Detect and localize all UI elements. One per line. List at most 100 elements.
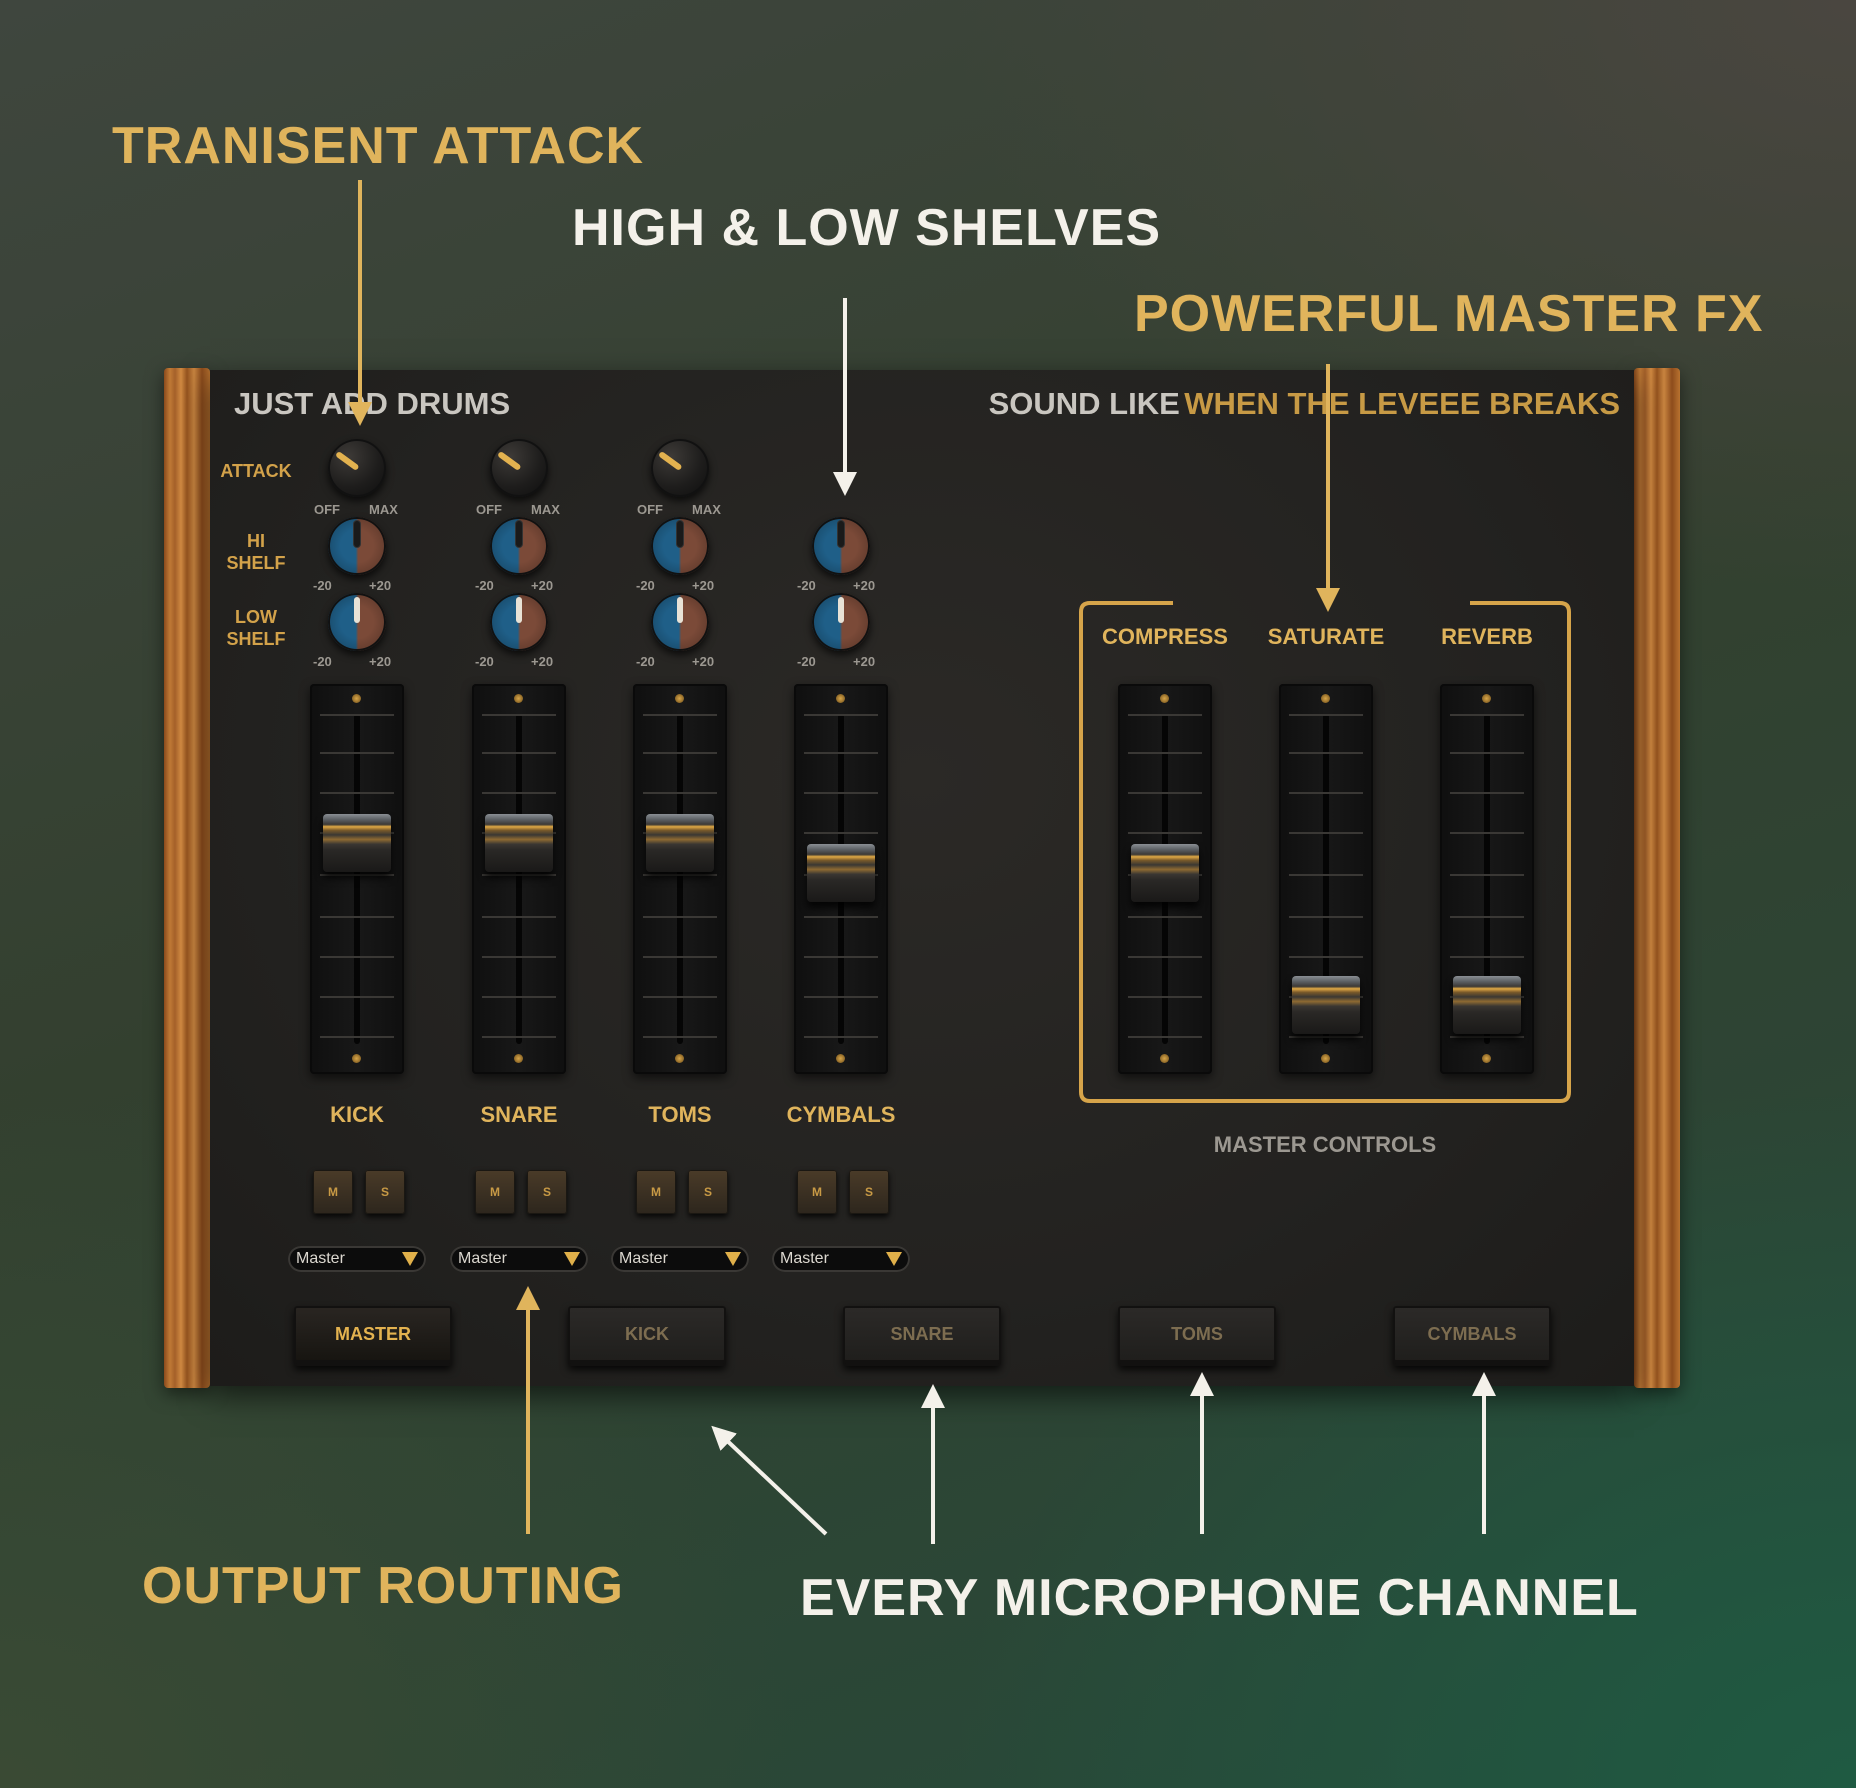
channel-fader-cymbals[interactable] [794,684,888,1074]
attack-max-label: MAX [692,502,721,517]
chevron-down-icon [725,1252,741,1266]
fader-cap[interactable] [323,814,391,872]
hi-shelf-knob[interactable] [651,517,709,575]
attack-min-label: OFF [314,502,340,517]
knob-pointer [838,521,844,547]
hi-shelf-min-label: -20 [313,578,332,593]
output-routing-dropdown[interactable]: Master [450,1246,588,1272]
fader-screw [1160,1054,1169,1063]
master-fader-compress[interactable] [1118,684,1212,1074]
fader-tick [643,956,717,958]
channel-fader-snare[interactable] [472,684,566,1074]
row-label-attack: ATTACK [220,461,292,481]
fader-cap[interactable] [1131,844,1199,902]
mute-button[interactable]: M [797,1170,837,1214]
fader-tick [482,916,556,918]
attack-knob[interactable] [490,439,548,497]
arrow-mic-kick [711,1425,828,1536]
fader-tick [1450,956,1524,958]
fader-tick [320,956,394,958]
fader-tick [320,996,394,998]
knob-pointer [335,450,360,472]
fader-tick [320,792,394,794]
fader-tick [1289,832,1363,834]
fader-cap[interactable] [646,814,714,872]
low-shelf-min-label: -20 [475,654,494,669]
solo-button[interactable]: S [688,1170,728,1214]
mute-button[interactable]: M [475,1170,515,1214]
hi-shelf-knob[interactable] [812,517,870,575]
hi-shelf-knob[interactable] [490,517,548,575]
fader-cap[interactable] [485,814,553,872]
fader-tick [643,1036,717,1038]
channel-fader-toms[interactable] [633,684,727,1074]
tab-kick[interactable]: KICK [568,1306,726,1366]
wood-side-left [164,368,210,1388]
tab-master[interactable]: MASTER [294,1306,452,1366]
hi-shelf-knob[interactable] [328,517,386,575]
knob-pointer [497,450,522,472]
chevron-down-icon [886,1252,902,1266]
knob-pointer [838,597,844,623]
tab-cymbals[interactable]: CYMBALS [1393,1306,1551,1366]
fader-tick [643,996,717,998]
low-shelf-knob[interactable] [651,593,709,651]
fader-tick [1128,752,1202,754]
fader-tick [1450,792,1524,794]
master-fader-saturate[interactable] [1279,684,1373,1074]
master-fader-reverb[interactable] [1440,684,1534,1074]
fader-tick [1289,792,1363,794]
fader-tick [482,996,556,998]
output-routing-dropdown[interactable]: Master [288,1246,426,1272]
fader-tick [482,792,556,794]
attack-min-label: OFF [476,502,502,517]
knob-pointer [516,597,522,623]
fader-screw [352,694,361,703]
knob-pointer [516,521,522,547]
plugin-title: JUST ADD DRUMS [234,386,511,421]
fader-tick [804,916,878,918]
knob-pointer [677,521,683,547]
low-shelf-knob[interactable] [328,593,386,651]
output-routing-dropdown[interactable]: Master [611,1246,749,1272]
output-routing-value: Master [780,1250,829,1267]
fader-tick [1450,714,1524,716]
hi-shelf-max-label: +20 [692,578,715,593]
low-shelf-min-label: -20 [313,654,332,669]
attack-knob[interactable] [328,439,386,497]
tagline-highlight: WHEN THE LEVEEE BREAKS [1184,386,1620,421]
fader-tick [643,752,717,754]
fader-cap[interactable] [1453,976,1521,1034]
channel-fader-kick[interactable] [310,684,404,1074]
fader-tick [482,956,556,958]
fader-tick [1128,996,1202,998]
fader-tick [320,752,394,754]
fader-tick [643,714,717,716]
fader-screw [1482,694,1491,703]
callout-master-fx: POWERFUL MASTER FX [1134,285,1764,343]
fader-screw [1321,694,1330,703]
chevron-down-icon [564,1252,580,1266]
fader-tick [1289,956,1363,958]
solo-button[interactable]: S [527,1170,567,1214]
plugin-panel: JUST ADD DRUMS SOUND LIKE WHEN THE LEVEE… [210,370,1634,1386]
output-routing-dropdown[interactable]: Master [772,1246,910,1272]
solo-button[interactable]: S [849,1170,889,1214]
attack-knob[interactable] [651,439,709,497]
fader-cap[interactable] [807,844,875,902]
solo-button[interactable]: S [365,1170,405,1214]
low-shelf-knob[interactable] [812,593,870,651]
row-label-low-shelf: LOW SHELF [226,607,286,649]
low-shelf-knob[interactable] [490,593,548,651]
mute-button[interactable]: M [313,1170,353,1214]
fader-cap[interactable] [1292,976,1360,1034]
tab-toms[interactable]: TOMS [1118,1306,1276,1366]
fader-tick [643,792,717,794]
tab-snare[interactable]: SNARE [843,1306,1001,1366]
hi-shelf-min-label: -20 [475,578,494,593]
fader-screw [836,1054,845,1063]
mute-button[interactable]: M [636,1170,676,1214]
wood-side-right [1634,368,1680,1388]
fader-screw [1482,1054,1491,1063]
hi-shelf-min-label: -20 [797,578,816,593]
